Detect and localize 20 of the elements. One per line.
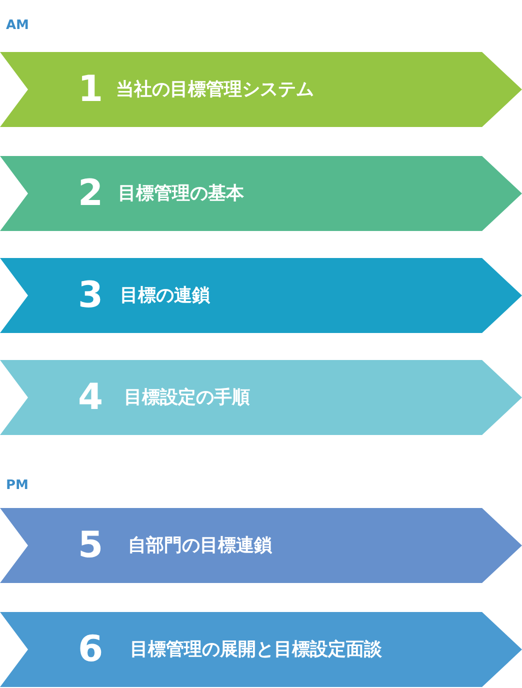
chevron-banner <box>0 156 522 231</box>
step-number: 3 <box>78 276 104 316</box>
step-title: 当社の目標管理システム <box>116 78 314 100</box>
step-number: 5 <box>78 526 104 566</box>
chevron-banner <box>0 52 522 127</box>
step-number: 2 <box>78 174 104 214</box>
chevron-banner <box>0 258 522 333</box>
step-title: 目標管理の基本 <box>118 182 244 204</box>
chevron-banner <box>0 360 522 435</box>
step-title: 目標管理の展開と目標設定面談 <box>130 638 382 660</box>
step-number: 6 <box>78 630 104 670</box>
section-label: PM <box>6 478 28 494</box>
chevron-banner <box>0 612 522 687</box>
step-number: 4 <box>78 378 104 418</box>
step-title: 目標の連鎖 <box>120 284 210 306</box>
step-title: 自部門の目標連鎖 <box>128 534 272 556</box>
section-label: AM <box>6 18 29 34</box>
step-number: 1 <box>78 70 104 110</box>
chevron-banner <box>0 508 522 583</box>
step-title: 目標設定の手順 <box>124 386 250 408</box>
